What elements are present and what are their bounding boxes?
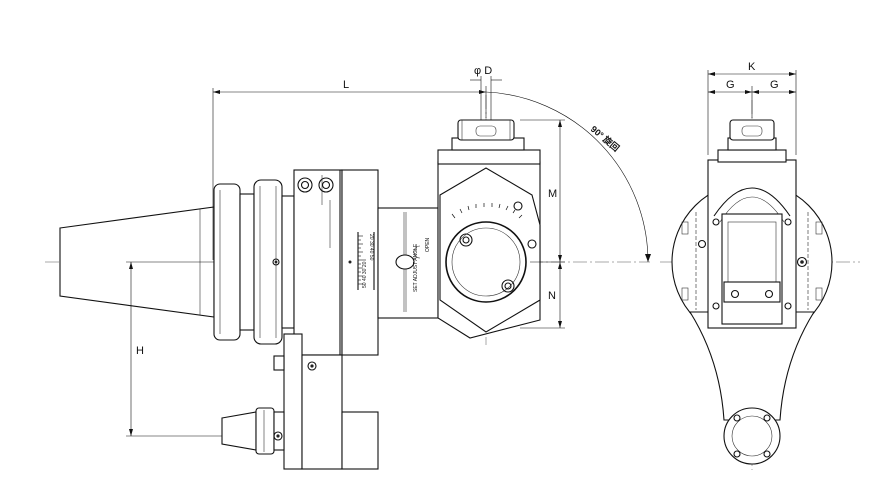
side-view: 20 30 40 50 50 40 30 20 SET AD — [59, 119, 541, 470]
set-adjust-angle-label: SET ADJUST ANGLE — [413, 243, 419, 292]
dim-L: L — [343, 79, 349, 91]
adjust-knob — [395, 254, 415, 270]
protractor-ticks — [451, 203, 523, 219]
tool-flange — [213, 179, 295, 345]
scale-numbers: 20 30 40 50 — [368, 234, 374, 261]
dim-G-left: G — [726, 79, 735, 91]
dim-M: M — [548, 188, 557, 200]
open-label: OPEN — [425, 237, 431, 252]
bolt-icon — [318, 177, 334, 193]
dim-angle-suffix: 旋回 — [600, 133, 622, 154]
dim-G-right: G — [770, 79, 779, 91]
dim-D: φ D — [474, 65, 492, 77]
angle-head: SET ADJUST ANGLE OPEN — [377, 119, 541, 339]
dimensions — [126, 70, 797, 437]
angle-scale-ticks — [358, 235, 366, 285]
tail-flange — [723, 407, 781, 465]
dim-N: N — [548, 290, 556, 302]
lower-body — [221, 333, 379, 470]
scale-numbers-reverse: 50 40 30 20 — [362, 261, 368, 288]
bolt-icon — [297, 177, 313, 193]
collet-nut — [457, 119, 515, 141]
dim-K: K — [748, 61, 756, 73]
spindle-body — [445, 221, 527, 303]
front-view — [671, 119, 833, 465]
dim-H: H — [136, 345, 144, 357]
main-housing: 20 30 40 50 50 40 30 20 — [293, 169, 379, 356]
front-collet-nut — [729, 119, 775, 141]
